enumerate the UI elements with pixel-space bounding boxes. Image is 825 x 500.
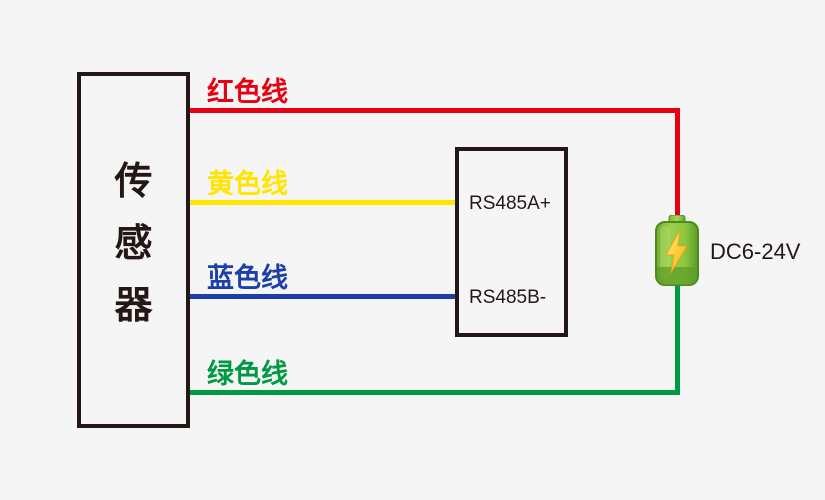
green-wire-label: 绿色线 [207,359,288,390]
red-wire-horizontal-segment [188,108,680,113]
rs485-converter-box [455,147,568,337]
rs485a-terminal-label: RS485A+ [469,193,551,214]
blue-wire-horizontal-segment [188,294,458,299]
green-wire-vertical-segment [675,280,680,395]
sensor-label: 传 感 器 [114,159,153,327]
power-supply-label: DC6-24V [710,239,801,264]
green-wire-horizontal-segment [188,390,680,395]
battery-icon [653,215,701,289]
yellow-wire-label: 黄色线 [207,169,288,200]
red-wire-label: 红色线 [207,77,288,108]
blue-wire-label: 蓝色线 [207,263,288,294]
sensor-box [77,72,190,428]
rs485b-terminal-label: RS485B- [469,287,547,308]
yellow-wire-horizontal-segment [188,200,458,205]
lightning-bolt-icon [665,229,688,274]
red-wire-vertical-segment [675,108,680,223]
